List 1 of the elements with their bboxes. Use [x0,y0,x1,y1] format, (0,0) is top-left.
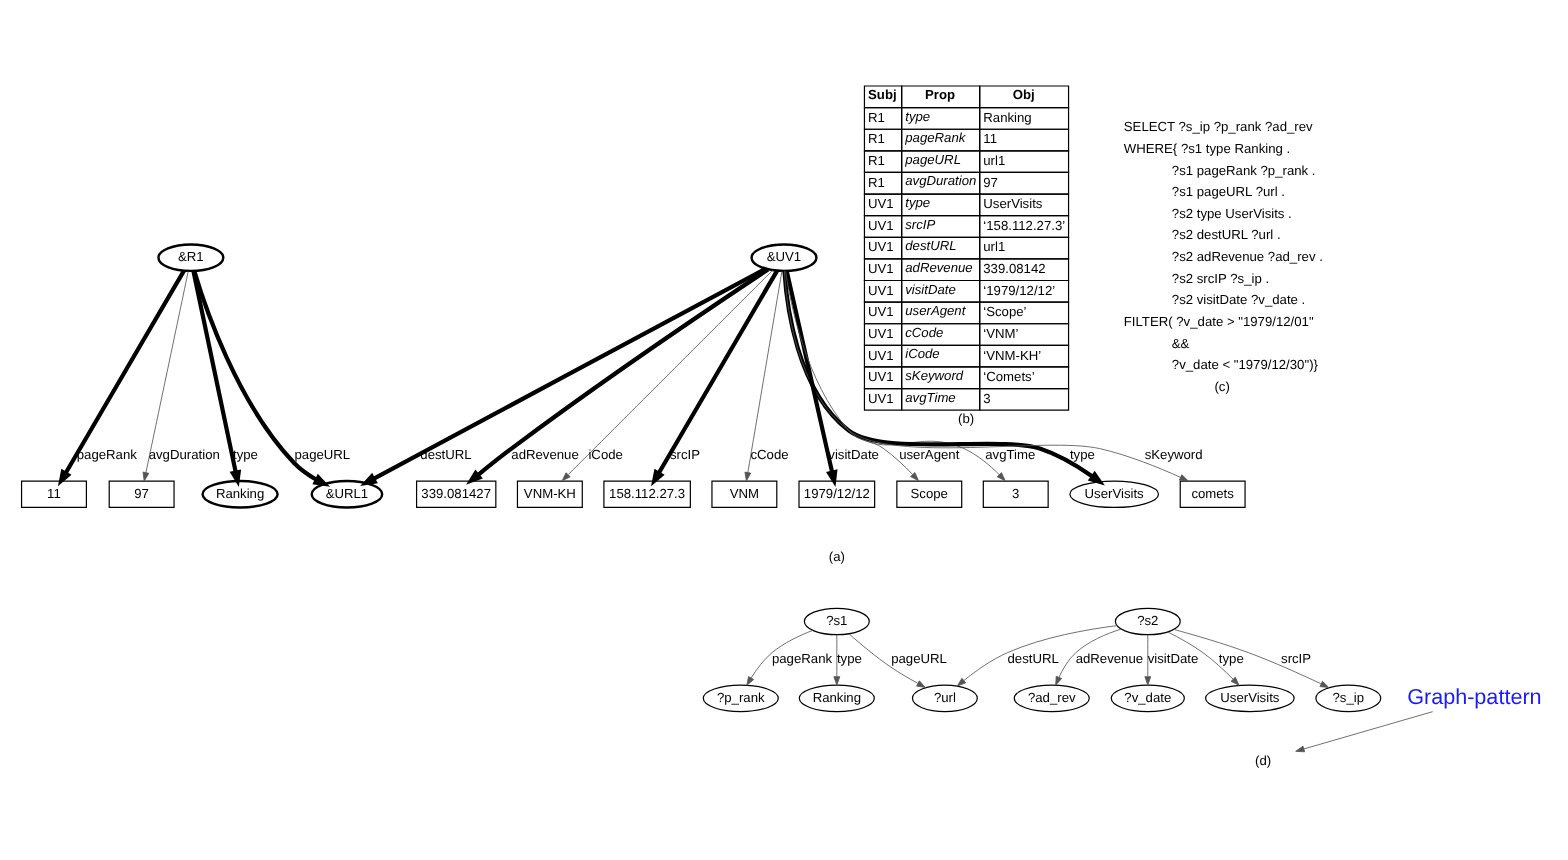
node-text: Graph-pattern [1407,685,1542,710]
